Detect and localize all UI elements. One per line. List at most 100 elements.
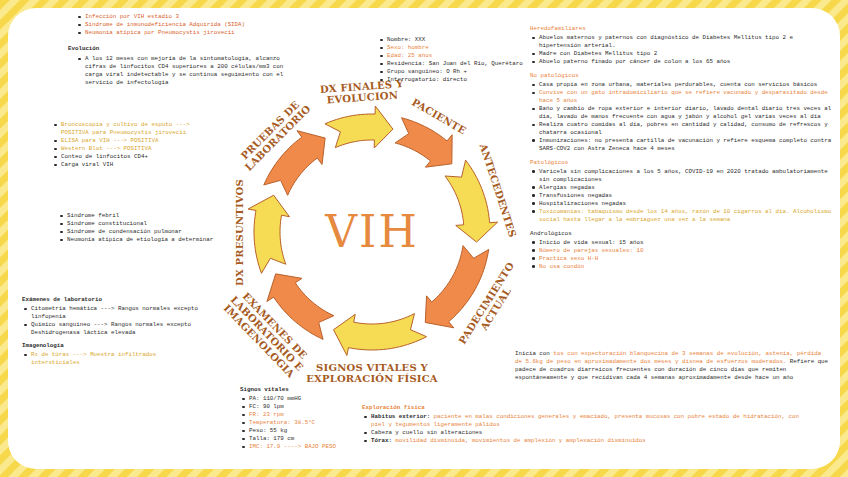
stage-title: SIGNOS VITALES Y EXPLORACIÓN FÍSICA [294, 362, 450, 384]
note-text: Edad: 25 años [387, 52, 432, 59]
note-text: Abuelo paterno finado por cáncer de colo… [539, 58, 730, 65]
bullet-dot [60, 223, 63, 226]
cycle-arrow [325, 106, 393, 148]
note-text: Imagenología [22, 342, 64, 349]
cycle-arrow [334, 314, 427, 356]
note-text: Síndrome de inmunodeficiencia Adquirida … [85, 21, 245, 28]
list-item: Químico sanguíneo ---> Rangos normales e… [22, 321, 204, 337]
text-group: Exámenes de laboratorioCitometría hemáti… [22, 296, 204, 367]
note-text: PA: 110/70 mmHG [249, 395, 301, 402]
list-item: Temperatura: 38.5°C [240, 419, 352, 427]
bullet-dot [24, 354, 27, 357]
list-item: No usa condón [530, 263, 835, 271]
bullet-dot [78, 24, 81, 27]
list-item: Broncoscopia y cultivo de esputo ---> PO… [52, 121, 220, 137]
bullet-dot [54, 164, 57, 167]
note-text: No usa condón [539, 263, 584, 270]
list-item: Número de parejas sexuales: 10 [530, 247, 835, 255]
bullet-dot [242, 414, 245, 417]
bullet-dot [532, 170, 535, 173]
list-item: Talla: 179 cm [240, 435, 352, 443]
bullet-dot [380, 71, 383, 74]
bullet-dot [242, 438, 245, 441]
note-text: Heredofamiliares [530, 25, 586, 32]
list-item: Patológicos [530, 159, 835, 167]
bullet-dot [54, 124, 57, 127]
bullet-dot [364, 416, 367, 419]
list-item: Nombre: XXX [378, 36, 530, 44]
list-item: Practica sexo H-H [530, 255, 835, 263]
note-text: Químico sanguíneo ---> Rangos normales e… [31, 321, 191, 336]
stage-title: DX PRESUNTIVOS [234, 170, 245, 294]
bullet-dot [380, 47, 383, 50]
note-text: Conteo de linfocitos CD4+ [61, 153, 148, 160]
note-text: Citometría hemática ---> Rangos normales… [31, 305, 198, 320]
center-title: VIH [325, 210, 419, 254]
list-item: Grupo sanguíneo: O Rh + [378, 68, 530, 76]
list-item: Peso: 55 kg [240, 427, 352, 435]
bullet-dot [380, 63, 383, 66]
note-text: paciente en malas condiciones generales … [371, 413, 799, 428]
list-item: Neumonía atípica de etiología a determin… [58, 236, 230, 244]
note-text: movilidad disminuida, movimientos de amp… [395, 437, 645, 444]
list-item: IMC: 17.9 ----> BAJO PESO [240, 443, 352, 451]
note-text: Residencia: San Juan del Río, Querétaro [387, 60, 523, 67]
note-text: Transfusiones negadas [539, 192, 612, 199]
note-text: Evolución [68, 45, 99, 52]
note-text: Inicio de vida sexual: 15 años [539, 239, 643, 246]
bullet-dot [532, 257, 535, 260]
note-text: Hospitalizaciones negadas [539, 200, 626, 207]
list-item: ELISA para VIH ---> POSITIVA [52, 137, 220, 145]
text-group: Inicia contos con expectoración blanquec… [515, 350, 830, 382]
list-item: A los 12 meses con mejoría de la sintoma… [68, 55, 300, 87]
list-item: Baño y cambio de ropa exterior e interio… [530, 105, 835, 121]
list-item: Madre con Diabetes Mellitus tipo 2 [530, 50, 835, 58]
note-text: FC: 90 lpm [249, 403, 284, 410]
bullet-dot [532, 124, 535, 127]
list-item: Abuelo paterno finado por cáncer de colo… [530, 58, 835, 66]
list-item: Síndrome constitucional [58, 220, 230, 228]
list-item: Neumonía atípica por Pneumocystis jirove… [68, 29, 300, 37]
list-item: Citometría hemática ---> Rangos normales… [22, 305, 204, 321]
note-text: Andrológicos [530, 230, 572, 237]
note-text: Western Blot ---> POSITIVA [61, 145, 151, 152]
note-text: Síndrome constitucional [67, 220, 147, 227]
list-item: Tórax:movilidad disminuida, movimientos … [362, 437, 802, 445]
bullet-dot [54, 156, 57, 159]
note-text: Convive con un gato intradomiciliario qu… [539, 89, 828, 104]
list-item: Signos vitales [240, 386, 352, 394]
list-item: Alergias negadas [530, 184, 835, 192]
note-text: Sexo: hombre [387, 44, 429, 51]
list-item: Síndrome de condensación pulmonar [58, 228, 230, 236]
bullet-dot [54, 140, 57, 143]
bullet-dot [24, 324, 27, 327]
note-text: Talla: 179 cm [249, 435, 294, 442]
note-text: Toxicomanías: tabaquismo desde los 14 añ… [539, 208, 831, 223]
note-text: Neumonía atípica de etiología a determin… [67, 236, 213, 243]
note-text: ELISA para VIH ---> POSITIVA [61, 137, 158, 144]
bullet-dot [532, 265, 535, 268]
bullet-dot [532, 210, 535, 213]
note-text: FR: 23 rpm [249, 411, 284, 418]
note-text: Habitus exterior: [371, 413, 430, 420]
note-text: IMC: 17.9 ----> BAJO PESO [249, 443, 336, 450]
note-text: Grupo sanguíneo: O Rh + [387, 68, 467, 75]
note-text: Tórax: [371, 437, 392, 444]
bullet-dot [24, 308, 27, 311]
note-text: Realiza cuatro comidas al día, pobres en… [539, 121, 828, 136]
text-group: Nombre: XXXSexo: hombreEdad: 25 añosResi… [378, 36, 530, 84]
list-item: PA: 110/70 mmHG [240, 395, 352, 403]
bullet-dot [532, 84, 535, 87]
note-text: Casa propia en zona urbana, materiales p… [539, 81, 817, 88]
bullet-dot [60, 215, 63, 218]
white-panel [8, 8, 840, 469]
note-text: Inicia con [515, 350, 550, 357]
bullet-dot [532, 61, 535, 64]
list-item: Exploración física [362, 404, 802, 412]
note-text: Síndrome de condensación pulmonar [67, 228, 182, 235]
bullet-dot [242, 422, 245, 425]
list-item: Andrológicos [530, 230, 835, 238]
list-item: Casa propia en zona urbana, materiales p… [530, 81, 835, 89]
note-text: Nombre: XXX [387, 36, 425, 43]
